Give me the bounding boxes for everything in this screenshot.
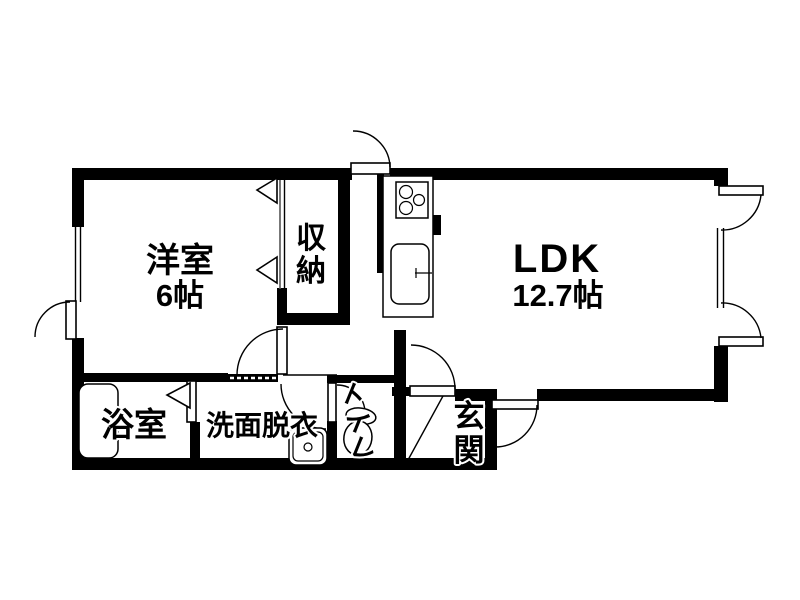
bathtub-icon <box>78 383 119 459</box>
entrance-interior-door <box>409 344 456 397</box>
closet-bifold-door <box>255 176 286 289</box>
label-entrance-char1: 玄 <box>454 399 485 434</box>
casement-window-east-bottom <box>718 302 764 347</box>
label-ldk: LDK <box>513 237 601 281</box>
entrance-step-line <box>407 395 444 461</box>
casement-window-east-top <box>718 185 764 231</box>
doors <box>165 130 539 461</box>
stove-icon <box>395 181 429 219</box>
label-bathroom: 浴室 <box>101 406 167 443</box>
label-washroom: 洗面脱衣 <box>206 409 318 441</box>
label-ldk-size: 12.7帖 <box>512 278 603 313</box>
front-door <box>491 399 539 448</box>
casement-window-west <box>34 300 77 340</box>
label-storage-char1: 収 <box>296 222 327 255</box>
label-western-room: 洋室 <box>146 241 214 280</box>
label-storage-char2: 納 <box>296 255 326 288</box>
washbasin-icon <box>288 427 328 466</box>
kitchen-counter-icon <box>382 175 434 318</box>
toilet-icon <box>343 407 377 456</box>
doorway-dashed-threshold <box>228 374 278 382</box>
back-door <box>350 130 391 175</box>
window-west <box>71 227 84 302</box>
bathroom-folding-door <box>165 380 197 423</box>
kitchen-sink-icon <box>390 243 432 305</box>
washroom-entry-door <box>236 326 288 376</box>
label-western-room-size: 6帖 <box>156 278 204 313</box>
room-labels: 洋室 6帖 収 納 LDK 12.7帖 浴室 洗面脱衣 ト イ レ 玄 関 <box>99 220 606 470</box>
fixtures <box>78 175 434 466</box>
label-entrance-char2: 関 <box>454 433 485 468</box>
walls <box>72 168 728 470</box>
window-east <box>714 186 728 346</box>
windows <box>34 185 764 347</box>
